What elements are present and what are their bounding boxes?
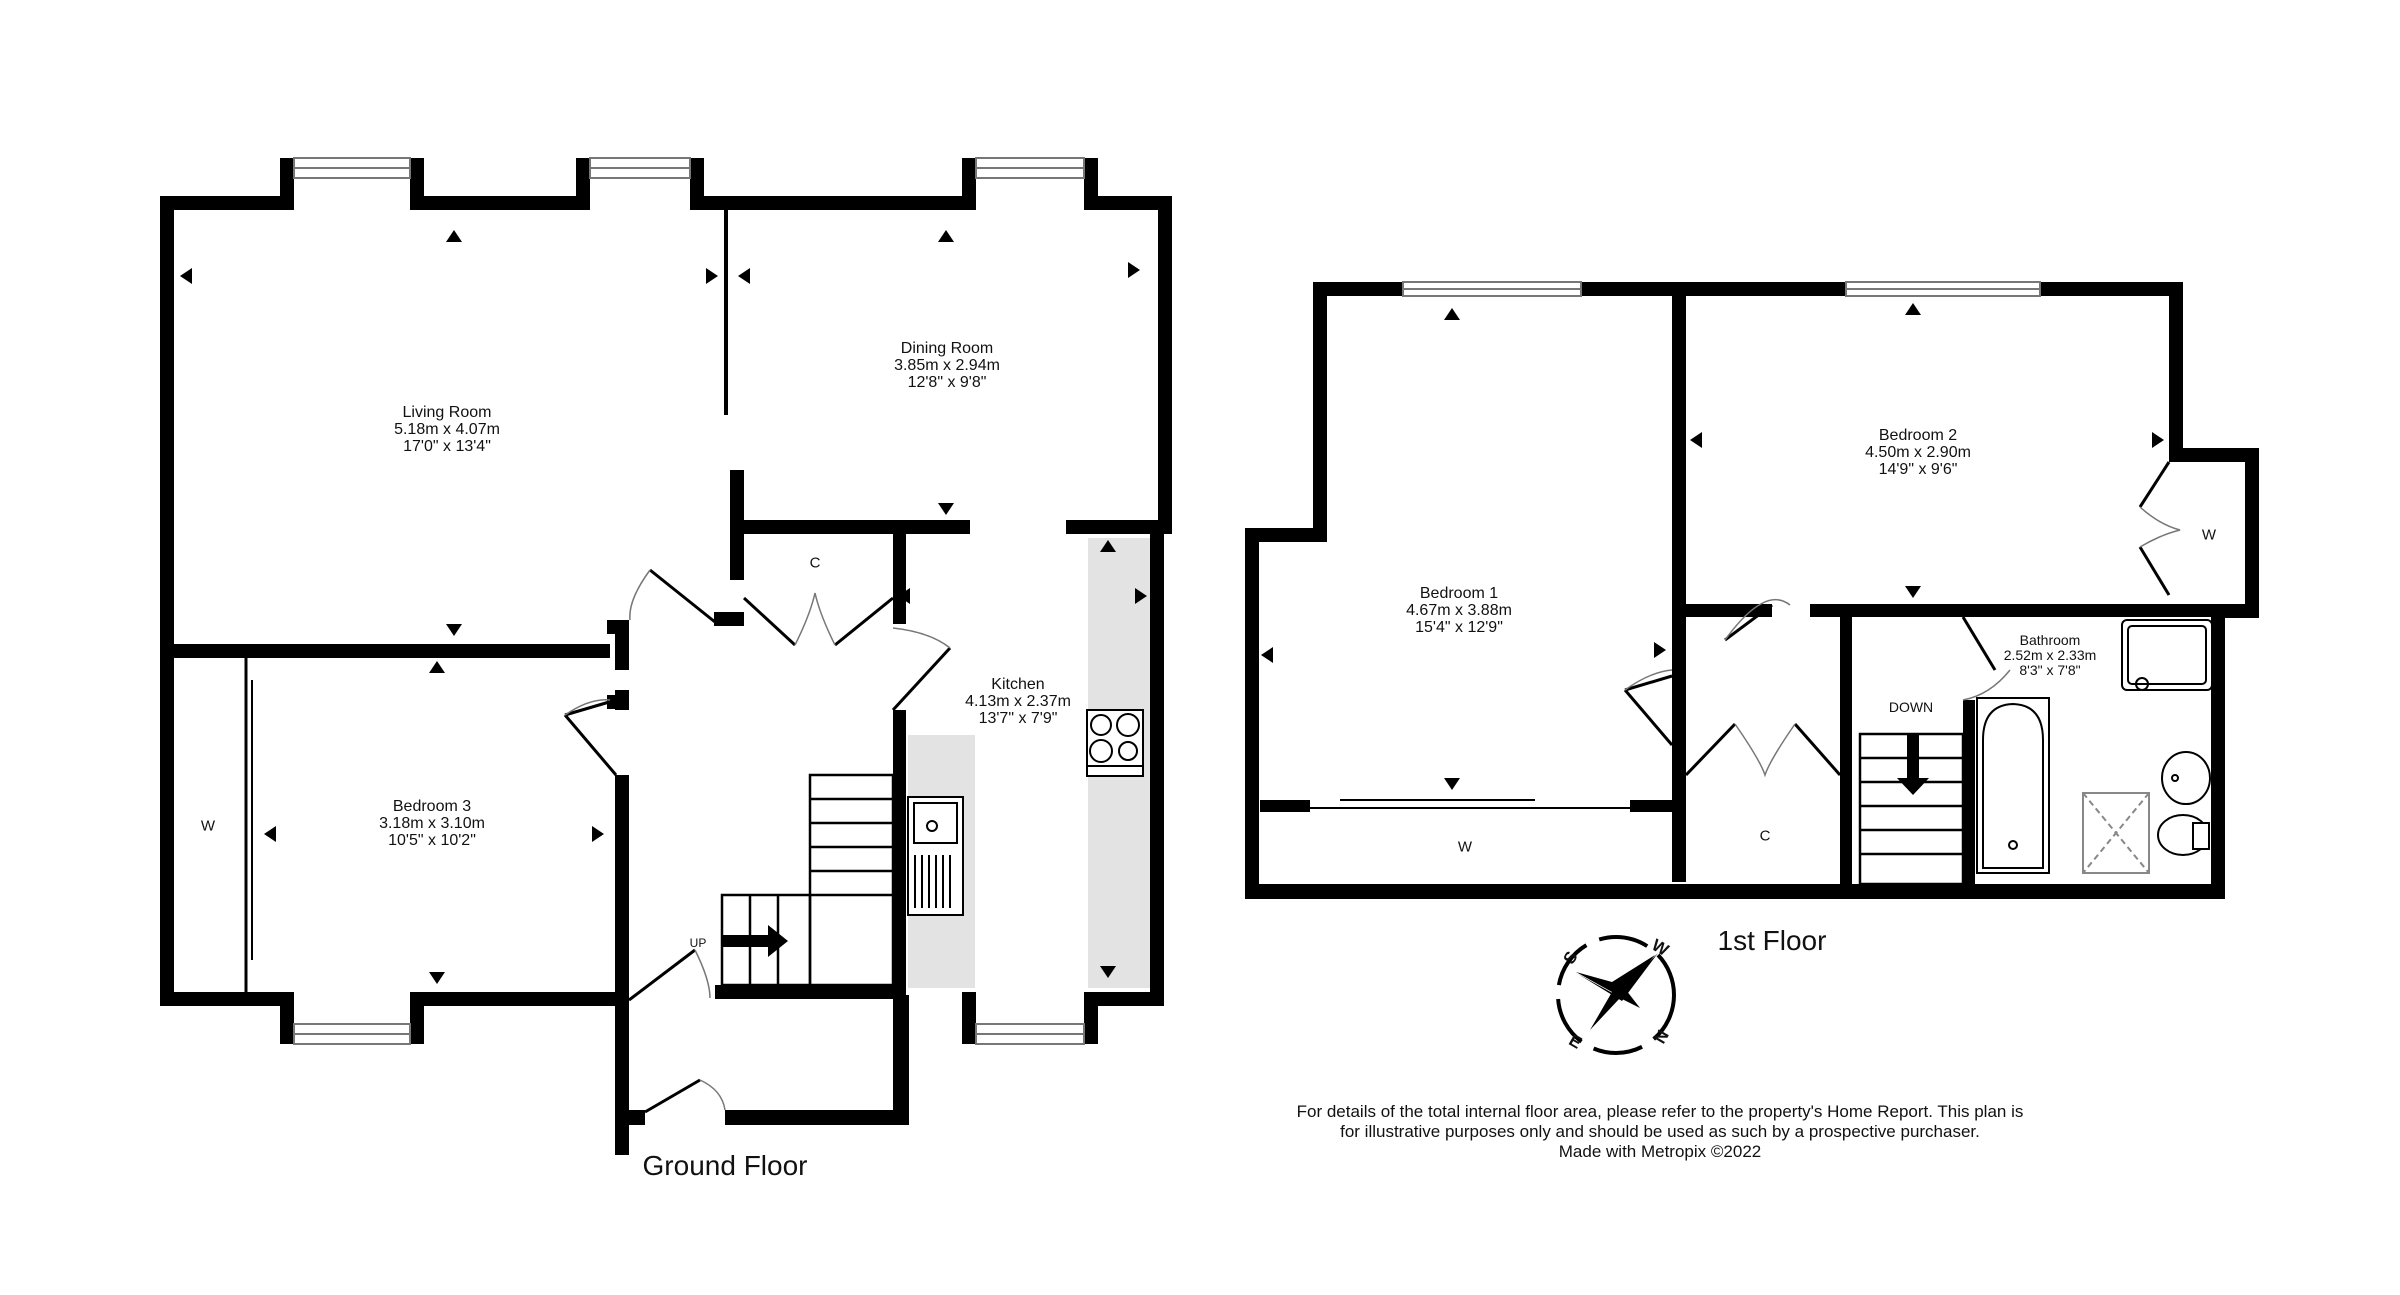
room-label-bedroom-1: Bedroom 1 4.67m x 3.88m 15'4" x 12'9" (1406, 585, 1512, 636)
stairs-up-label: UP (689, 936, 707, 950)
room-name: Bedroom 2 (1878, 427, 1958, 444)
wardrobe-label: W (2201, 526, 2217, 544)
stairs-down-label: DOWN (1888, 699, 1934, 715)
room-name: Bathroom (2019, 632, 2081, 648)
room-size-imperial: 15'4" x 12'9" (1415, 619, 1503, 636)
shower-tray-icon (2082, 792, 2150, 874)
room-size-metric: 3.85m x 2.94m (894, 357, 1000, 374)
cupboard-label: C (809, 554, 821, 572)
stairs-down-arrow-icon (1897, 734, 1929, 795)
room-name: Bedroom 3 (392, 798, 472, 815)
disclaimer-line-2: for illustrative purposes only and shoul… (1340, 1122, 1980, 1141)
first-floor-plan (1245, 281, 2259, 1055)
room-size-imperial: 13'7" x 7'9" (978, 710, 1058, 727)
disclaimer: For details of the total internal floor … (1220, 1102, 2100, 1162)
kitchen-hob-icon (1086, 709, 1144, 777)
room-label-bathroom: Bathroom 2.52m x 2.33m 8'3" x 7'8" (2004, 633, 2097, 678)
room-label-bedroom-2: Bedroom 2 4.50m x 2.90m 14'9" x 9'6" (1865, 427, 1971, 478)
room-size-imperial: 17'0" x 13'4" (403, 438, 491, 455)
room-label-living-room: Living Room 5.18m x 4.07m 17'0" x 13'4" (394, 404, 500, 455)
room-name: Living Room (402, 404, 492, 421)
room-size-metric: 4.50m x 2.90m (1865, 444, 1971, 461)
toilet-icon (2157, 814, 2210, 856)
compass-icon (1556, 935, 1676, 1055)
first-floor-title: 1st Floor (1717, 925, 1827, 956)
room-size-metric: 4.13m x 2.37m (965, 693, 1071, 710)
room-size-metric: 4.67m x 3.88m (1406, 602, 1512, 619)
stairs-up-arrow-icon (722, 925, 788, 957)
room-size-imperial: 14'9" x 9'6" (1878, 461, 1958, 478)
room-size-metric: 5.18m x 4.07m (394, 421, 500, 438)
room-size-metric: 3.18m x 3.10m (379, 815, 485, 832)
room-size-imperial: 12'8" x 9'8" (907, 374, 987, 391)
room-size-imperial: 10'5" x 10'2" (388, 832, 476, 849)
disclaimer-line-1: For details of the total internal floor … (1296, 1102, 2024, 1121)
bathtub-icon (1976, 697, 2050, 874)
room-size-metric: 2.52m x 2.33m (2003, 647, 2097, 663)
room-label-kitchen: Kitchen 4.13m x 2.37m 13'7" x 7'9" (965, 676, 1071, 727)
room-size-imperial: 8'3" x 7'8" (2019, 662, 2081, 678)
ground-floor-plan (160, 157, 1172, 1155)
room-name: Kitchen (991, 676, 1045, 693)
disclaimer-line-3: Made with Metropix ©2022 (1558, 1142, 1762, 1161)
shower-enclosure-icon (2121, 619, 2213, 691)
ground-floor-title: Ground Floor (642, 1150, 808, 1181)
room-label-bedroom-3: Bedroom 3 3.18m x 3.10m 10'5" x 10'2" (379, 798, 485, 849)
cupboard-label: C (1759, 827, 1771, 845)
basin-icon (2161, 751, 2211, 805)
wardrobe-label: W (200, 817, 216, 835)
wardrobe-label: W (1457, 838, 1473, 856)
room-label-dining-room: Dining Room 3.85m x 2.94m 12'8" x 9'8" (894, 340, 1000, 391)
kitchen-sink-icon (907, 796, 964, 916)
room-name: Dining Room (900, 340, 994, 357)
room-name: Bedroom 1 (1419, 585, 1499, 602)
